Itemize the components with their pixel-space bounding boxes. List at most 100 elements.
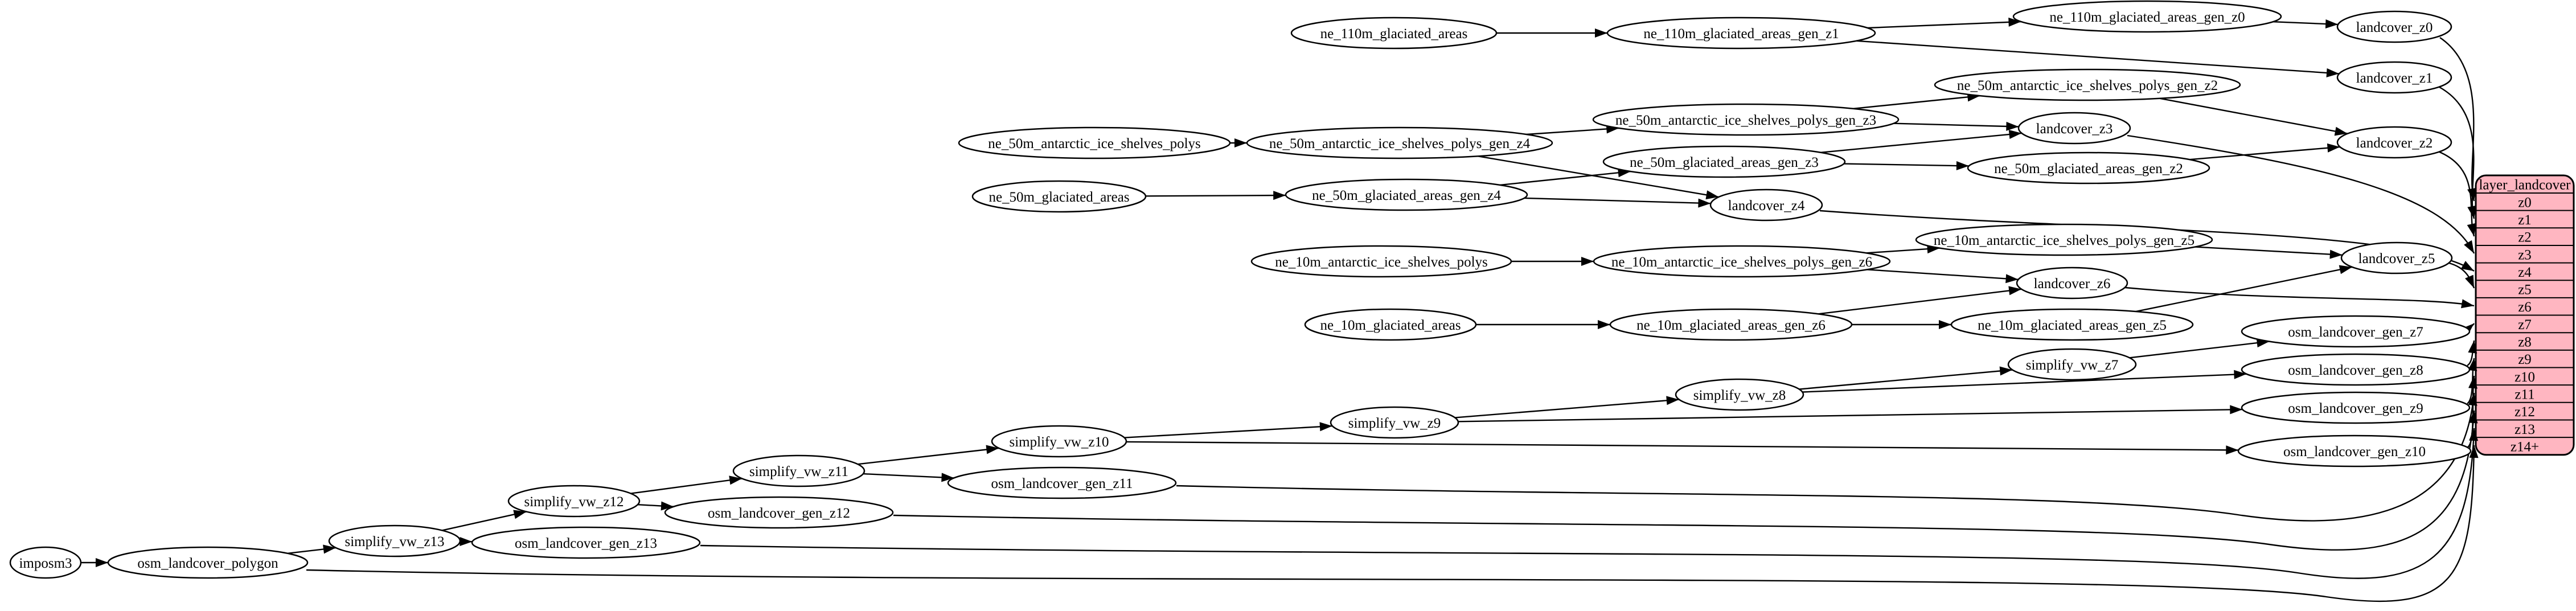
node-label-landcover_z5: landcover_z5 — [2358, 251, 2435, 266]
node-landcover_z1: landcover_z1 — [2336, 61, 2452, 94]
node-label-landcover_z0: landcover_z0 — [2356, 20, 2433, 35]
edge-simplify_vw_z8->osm_landcover_gen_z8 — [1802, 373, 2247, 393]
node-label-landcover_z2: landcover_z2 — [2356, 136, 2433, 151]
table-row-z9: z9 — [2518, 352, 2532, 367]
node-label-ne_50m_glaciated_areas_gen_z2: ne_50m_glaciated_areas_gen_z2 — [1994, 161, 2183, 177]
edge-ne_50m_antarctic_ice_shelves_polys_gen_z2->landcover_z2 — [2159, 97, 2348, 134]
arrowhead-simplify_vw_z11->simplify_vw_z10 — [986, 445, 999, 454]
arrowhead-simplify_vw_z8->osm_landcover_gen_z8 — [2234, 370, 2247, 379]
node-label-simplify_vw_z12: simplify_vw_z12 — [524, 494, 624, 510]
arrowhead-simplify_vw_z12->osm_landcover_gen_z12 — [661, 501, 674, 511]
node-label-ne_110m_glaciated_areas: ne_110m_glaciated_areas — [1320, 26, 1468, 42]
arrowhead-landcover_z2->z2 — [2467, 223, 2476, 236]
node-shape-ne_50m_glaciated_areas_gen_z2 — [1967, 151, 2210, 184]
node-ne_50m_antarctic_ice_shelves_polys: ne_50m_antarctic_ice_shelves_polys — [958, 126, 1231, 159]
node-shape-simplify_vw_z8 — [1675, 378, 1804, 411]
table-row-z7: z7 — [2518, 317, 2532, 333]
edge-landcover_z0->z0 — [2439, 37, 2475, 202]
table-row-z2: z2 — [2518, 230, 2532, 245]
table-row-z0: z0 — [2518, 195, 2532, 210]
node-shape-landcover_z1 — [2336, 61, 2452, 94]
node-shape-landcover_z2 — [2336, 126, 2452, 159]
node-label-simplify_vw_z10: simplify_vw_z10 — [1010, 434, 1109, 450]
edge-landcover_z2->z2 — [2438, 150, 2475, 237]
node-shape-ne_110m_glaciated_areas_gen_z1 — [1606, 17, 1876, 50]
node-simplify_vw_z13: simplify_vw_z13 — [328, 524, 461, 557]
arrowhead-simplify_vw_z11->osm_landcover_gen_z11 — [941, 473, 954, 482]
node-ne_110m_glaciated_areas: ne_110m_glaciated_areas — [1290, 17, 1498, 50]
edge-osm_landcover_polygon->z14plus — [306, 445, 2475, 602]
node-label-osm_landcover_gen_z10: osm_landcover_gen_z10 — [2283, 444, 2426, 460]
arrowhead-ne_50m_glaciated_areas_gen_z2->landcover_z2 — [2327, 143, 2340, 153]
edge-ne_110m_glaciated_areas_gen_z1->landcover_z1 — [1856, 40, 2340, 75]
node-shape-landcover_z3 — [2017, 112, 2131, 145]
node-label-landcover_z6: landcover_z6 — [2034, 276, 2111, 292]
arrowhead-landcover_z6->z6 — [2461, 299, 2474, 309]
arrowhead-ne_50m_glaciated_areas->ne_50m_glaciated_areas_gen_z4 — [1273, 191, 1286, 200]
node-shape-landcover_z5 — [2340, 241, 2453, 274]
table-row-z12: z12 — [2515, 404, 2535, 420]
node-label-simplify_vw_z8: simplify_vw_z8 — [1693, 388, 1786, 403]
arrowhead-ne_50m_glaciated_areas_gen_z4->landcover_z4 — [1698, 198, 1711, 208]
node-label-ne_10m_glaciated_areas: ne_10m_glaciated_areas — [1320, 318, 1461, 333]
node-shape-simplify_vw_z13 — [328, 524, 461, 557]
node-landcover_z0: landcover_z0 — [2336, 10, 2452, 43]
node-landcover_z3: landcover_z3 — [2017, 112, 2131, 145]
node-label-simplify_vw_z7: simplify_vw_z7 — [2026, 358, 2119, 373]
edge-ne_50m_antarctic_ice_shelves_polys_gen_z3->ne_50m_antarctic_ice_shelves_polys_gen_z2 — [1853, 95, 1980, 109]
arrowhead-osm_landcover_polygon->simplify_vw_z13 — [323, 544, 336, 554]
node-landcover_z6: landcover_z6 — [2016, 266, 2128, 300]
arrowhead-ne_50m_glaciated_areas_gen_z4->ne_50m_glaciated_areas_gen_z3 — [1618, 168, 1631, 178]
edge-osm_landcover_gen_z12->z12 — [893, 410, 2475, 551]
edge-ne_10m_glaciated_areas_gen_z6->landcover_z6 — [1818, 288, 2022, 315]
node-ne_50m_glaciated_areas_gen_z2: ne_50m_glaciated_areas_gen_z2 — [1967, 151, 2210, 184]
arrowhead-landcover_z4->z4 — [2460, 261, 2474, 271]
arrowhead-ne_50m_antarctic_ice_shelves_polys_gen_z4->landcover_z4 — [1705, 190, 1719, 200]
node-shape-ne_10m_glaciated_areas_gen_z6 — [1609, 308, 1853, 341]
node-imposm3: imposm3 — [9, 546, 82, 579]
node-simplify_vw_z9: simplify_vw_z9 — [1330, 406, 1459, 439]
node-label-simplify_vw_z9: simplify_vw_z9 — [1348, 416, 1441, 431]
node-osm_landcover_gen_z10: osm_landcover_gen_z10 — [2237, 434, 2472, 468]
edge-layer — [81, 17, 2479, 602]
node-label-ne_50m_glaciated_areas_gen_z4: ne_50m_glaciated_areas_gen_z4 — [1312, 188, 1501, 203]
arrowhead-simplify_vw_z12->simplify_vw_z11 — [729, 475, 743, 485]
node-label-ne_50m_antarctic_ice_shelves_polys_gen_z2: ne_50m_antarctic_ice_shelves_polys_gen_z… — [1957, 78, 2218, 93]
edge-simplify_vw_z10->osm_landcover_gen_z10 — [1126, 441, 2239, 451]
node-ne_50m_antarctic_ice_shelves_polys_gen_z3: ne_50m_antarctic_ice_shelves_polys_gen_z… — [1592, 103, 1900, 136]
node-label-imposm3: imposm3 — [19, 556, 72, 571]
node-ne_50m_antarctic_ice_shelves_polys_gen_z2: ne_50m_antarctic_ice_shelves_polys_gen_z… — [1934, 68, 2241, 101]
edge-ne_10m_antarctic_ice_shelves_polys_gen_z5->landcover_z5 — [2194, 246, 2343, 256]
node-ne_10m_glaciated_areas_gen_z5: ne_10m_glaciated_areas_gen_z5 — [1950, 308, 2194, 341]
node-shape-osm_landcover_polygon — [107, 546, 309, 579]
node-shape-ne_10m_antarctic_ice_shelves_polys — [1250, 245, 1512, 278]
arrowhead-ne_10m_antarctic_ice_shelves_polys_gen_z5->landcover_z5 — [2329, 249, 2343, 259]
node-label-ne_10m_antarctic_ice_shelves_polys_gen_z5: ne_10m_antarctic_ice_shelves_polys_gen_z… — [1934, 233, 2194, 248]
arrowhead-osm_landcover_gen_z8->z8 — [2468, 341, 2477, 354]
node-label-ne_10m_antarctic_ice_shelves_polys: ne_10m_antarctic_ice_shelves_polys — [1275, 255, 1488, 270]
arrowhead-simplify_vw_z10->simplify_vw_z9 — [1319, 422, 1332, 432]
node-ne_10m_glaciated_areas: ne_10m_glaciated_areas — [1304, 308, 1477, 341]
node-label-osm_landcover_gen_z7: osm_landcover_gen_z7 — [2288, 325, 2423, 340]
arrowhead-simplify_vw_z10->osm_landcover_gen_z10 — [2226, 445, 2239, 455]
edge-ne_50m_glaciated_areas_gen_z2->landcover_z2 — [2189, 146, 2340, 161]
node-shape-ne_50m_antarctic_ice_shelves_polys_gen_z3 — [1592, 103, 1900, 136]
node-osm_landcover_gen_z12: osm_landcover_gen_z12 — [664, 496, 894, 529]
edge-simplify_vw_z10->simplify_vw_z9 — [1124, 425, 1332, 438]
arrowhead-simplify_vw_z8->simplify_vw_z7 — [1999, 366, 2013, 376]
node-simplify_vw_z8: simplify_vw_z8 — [1675, 378, 1804, 411]
edge-ne_50m_glaciated_areas_gen_z3->ne_50m_glaciated_areas_gen_z2 — [1844, 163, 1969, 167]
edge-ne_50m_glaciated_areas_gen_z4->landcover_z4 — [1524, 197, 1711, 204]
edge-landcover_z1->z1 — [2439, 86, 2475, 219]
node-shape-simplify_vw_z11 — [732, 454, 865, 487]
edge-landcover_z3->z3 — [2127, 134, 2475, 254]
node-shape-simplify_vw_z12 — [507, 485, 641, 518]
node-label-osm_landcover_gen_z9: osm_landcover_gen_z9 — [2288, 401, 2423, 416]
node-shape-simplify_vw_z9 — [1330, 406, 1459, 439]
node-shape-ne_50m_antarctic_ice_shelves_polys — [958, 126, 1231, 159]
arrowhead-ne_10m_glaciated_areas_gen_z6->ne_10m_glaciated_areas_gen_z5 — [1939, 320, 1951, 329]
node-ne_50m_glaciated_areas_gen_z4: ne_50m_glaciated_areas_gen_z4 — [1285, 178, 1528, 211]
edge-ne_50m_glaciated_areas_gen_z4->ne_50m_glaciated_areas_gen_z3 — [1500, 170, 1631, 186]
